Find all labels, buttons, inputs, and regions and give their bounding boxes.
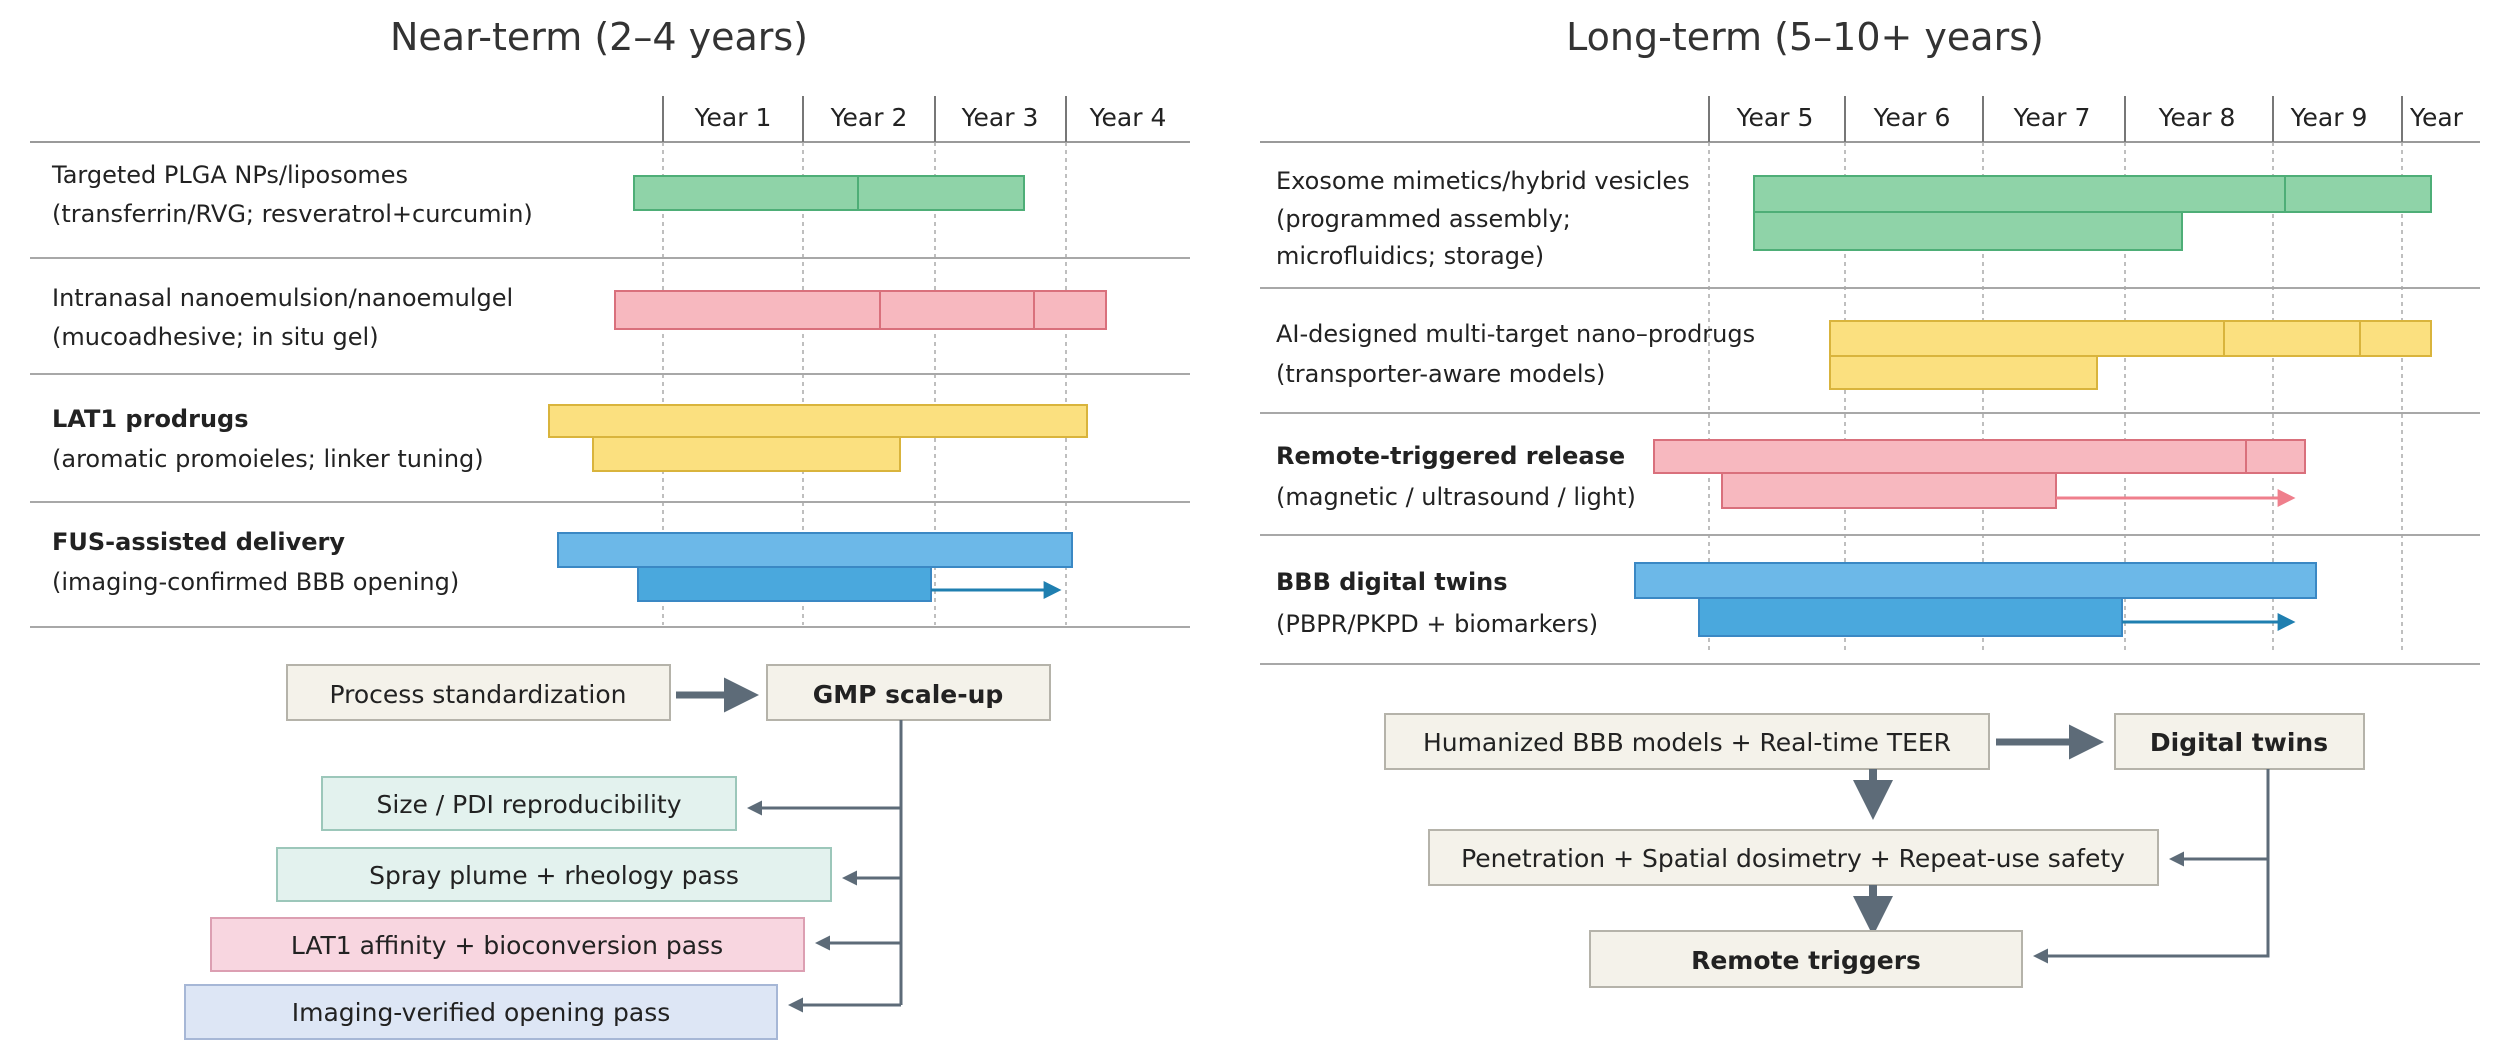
near-row-1-label: Targeted PLGA NPs/liposomes: [51, 161, 408, 189]
near-row-4-label: FUS-assisted delivery: [52, 528, 345, 556]
long-row-3-sub: (magnetic / ultrasound / light): [1276, 483, 1636, 511]
long-year-6: Year 6: [1873, 103, 1951, 132]
near-row-2-label: Intranasal nanoemulsion/nanoemulgel: [52, 284, 513, 312]
near-term-title: Near-term (2–4 years): [390, 15, 808, 59]
long-year-9: Year 9: [2290, 103, 2368, 132]
long-penetration-label: Penetration + Spatial dosimetry + Repeat…: [1461, 844, 2125, 873]
long-bar-twins-main: [1634, 562, 2317, 599]
near-process-label: Process standardization: [330, 680, 627, 709]
near-year-2: Year 2: [830, 103, 908, 132]
long-bar-twins-sub: [1698, 597, 2123, 637]
long-bar-remote-main: [1653, 439, 2306, 474]
long-year-gridlines: [1708, 96, 2403, 650]
near-check-size-label: Size / PDI reproducibility: [377, 790, 682, 819]
near-process-box: [286, 664, 671, 721]
near-bar-fus-sub: [637, 566, 932, 602]
long-models-box: [1384, 713, 1990, 770]
long-row-4-sub: (PBPR/PKPD + biomarkers): [1276, 610, 1598, 638]
long-term-panel: Long-term (5–10+ years) Year 5 Year 6 Ye…: [1260, 15, 2480, 988]
long-row-2-sub: (transporter-aware models): [1276, 360, 1605, 388]
near-row-3-sub: (aromatic promoieles; linker tuning): [52, 445, 484, 473]
long-year-8: Year 8: [2158, 103, 2236, 132]
near-gmp-box: [766, 664, 1051, 721]
long-twins-label: Digital twins: [2150, 728, 2328, 757]
long-twins-box: [2114, 713, 2365, 770]
long-penetration-box: [1428, 829, 2159, 886]
near-row-1-sub: (transferrin/RVG; resveratrol+curcumin): [52, 200, 533, 228]
long-twins-to-triggers-connector: [2033, 769, 2270, 964]
near-row-2-sub: (mucoadhesive; in situ gel): [52, 323, 379, 351]
long-bar-ai-sub: [1829, 355, 2098, 390]
long-row-4-label: BBB digital twins: [1276, 568, 1508, 596]
long-year-5: Year 5: [1736, 103, 1814, 132]
near-bar-fus-main: [557, 532, 1073, 568]
near-bar-lat1-sub: [592, 436, 901, 472]
long-bar-exosome-main: [1753, 175, 2432, 213]
long-row-1-label: Exosome mimetics/hybrid vesicles: [1276, 167, 1690, 195]
near-year-1: Year 1: [694, 103, 772, 132]
long-year-7: Year 7: [2013, 103, 2091, 132]
long-row-1-sub: (programmed assembly;: [1276, 205, 1571, 233]
long-year-10: Year: [2409, 103, 2464, 132]
near-row-4-sub: (imaging-confirmed BBB opening): [52, 568, 459, 596]
long-row-3-label: Remote-triggered release: [1276, 442, 1625, 470]
near-check-lat1: [210, 917, 805, 972]
long-row-1-sub2: microfluidics; storage): [1276, 242, 1544, 270]
long-term-title: Long-term (5–10+ years): [1566, 15, 2044, 59]
long-bar-exosome-sub: [1753, 211, 2183, 251]
near-term-panel: Near-term (2–4 years) Year 1 Year 2 Year…: [30, 15, 1190, 1040]
near-bar-lat1-main: [548, 404, 1088, 438]
long-bar-ai-main: [1829, 320, 2432, 357]
long-triggers-box: [1589, 930, 2023, 988]
near-bar-intranasal: [614, 290, 1107, 330]
near-check-imaging: [184, 984, 778, 1040]
near-year-3: Year 3: [961, 103, 1039, 132]
long-models-label: Humanized BBB models + Real-time TEER: [1423, 728, 1951, 757]
near-gmp-label: GMP scale-up: [813, 680, 1004, 709]
near-check-spray: [276, 847, 832, 902]
long-bar-remote-sub: [1721, 472, 2057, 509]
long-triggers-label: Remote triggers: [1691, 946, 1921, 975]
near-year-4: Year 4: [1089, 103, 1167, 132]
near-row-3-label: LAT1 prodrugs: [52, 405, 249, 433]
near-check-lat1-label: LAT1 affinity + bioconversion pass: [291, 931, 723, 960]
near-check-imaging-label: Imaging-verified opening pass: [292, 998, 671, 1027]
long-row-2-label: AI-designed multi-target nano–prodrugs: [1276, 320, 1755, 348]
near-check-size: [321, 776, 737, 831]
near-check-spray-label: Spray plume + rheology pass: [369, 861, 739, 890]
near-bar-plga: [633, 175, 1025, 211]
